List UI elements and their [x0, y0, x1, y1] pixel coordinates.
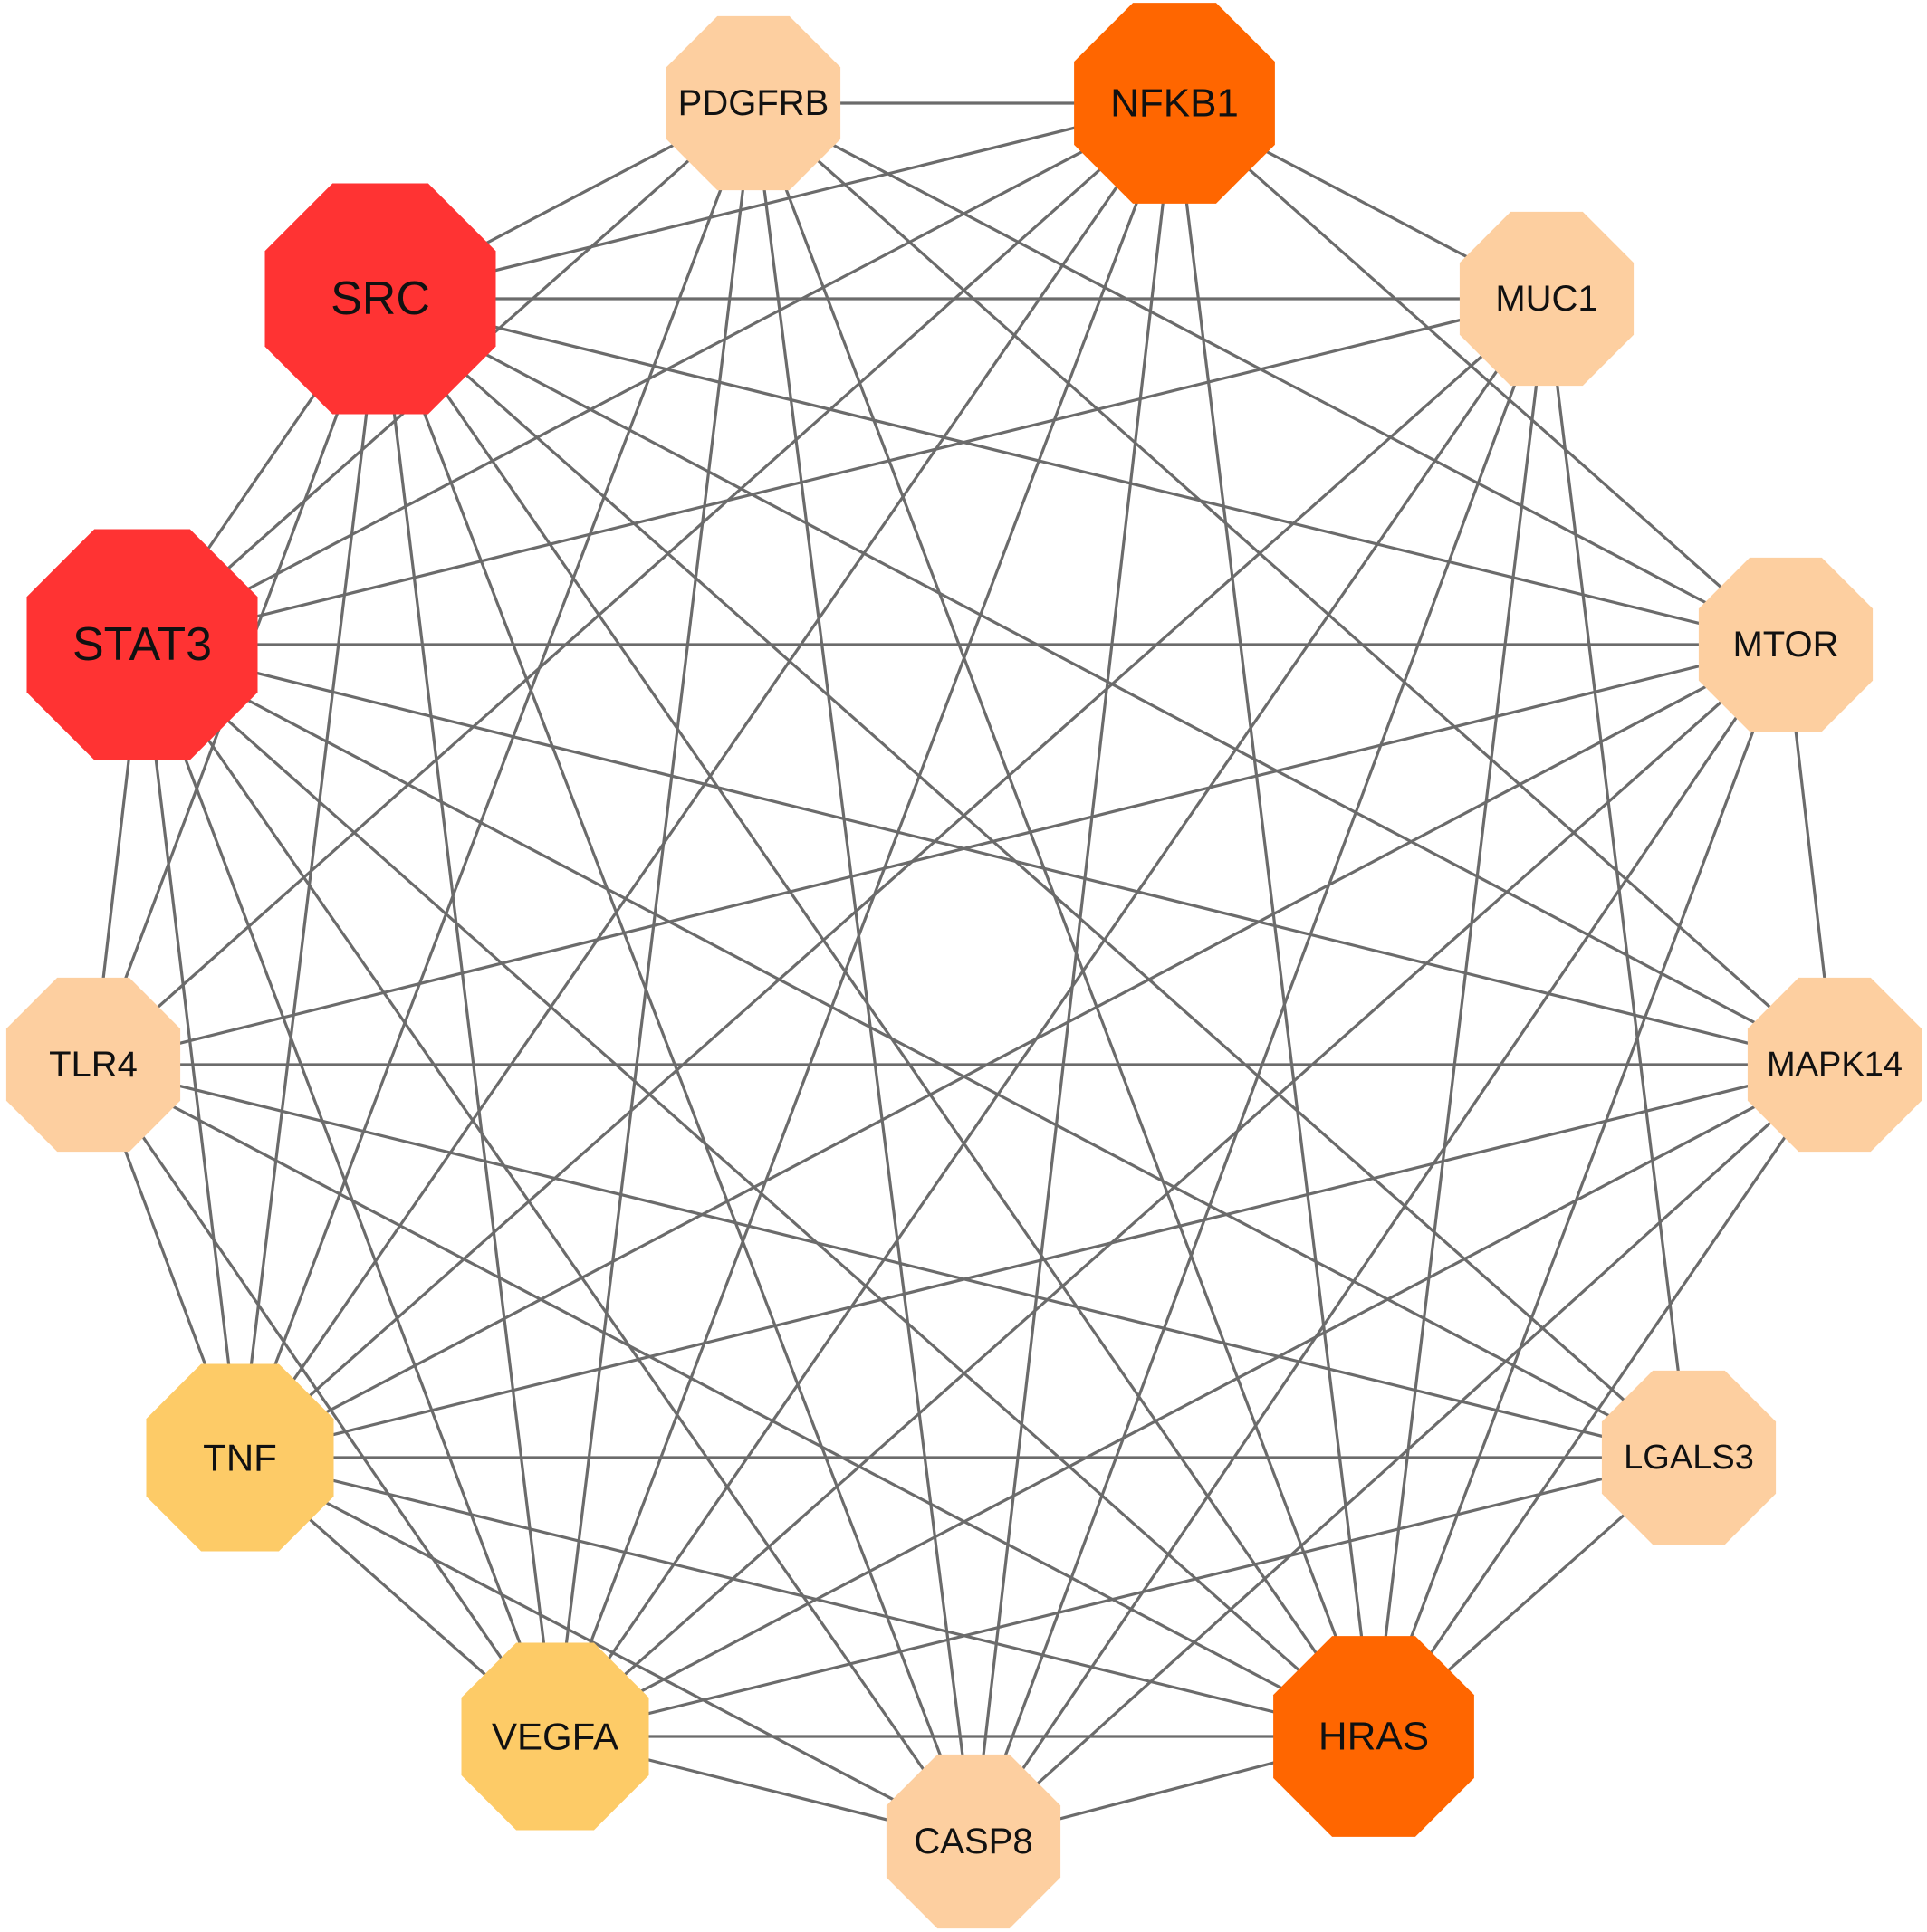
node-pdgfrb: PDGFRB: [666, 15, 841, 191]
edge-vegfa-mtor: [553, 643, 1788, 1738]
edge-tnf-mtor: [239, 643, 1787, 1459]
edge-src-mtor: [379, 297, 1787, 646]
edge-vegfa-pdgfrb: [553, 102, 755, 1737]
edge-nfkb1-tlr4: [91, 101, 1176, 1066]
edge-src-vegfa: [379, 298, 557, 1737]
edge-hras-mtor: [1372, 644, 1788, 1737]
edge-stat3-muc1: [141, 297, 1548, 646]
node-label-src: SRC: [331, 273, 430, 325]
edge-stat3-casp8: [140, 644, 975, 1842]
node-label-tlr4: TLR4: [49, 1045, 138, 1085]
node-muc1: MUC1: [1459, 211, 1635, 387]
edge-mtor-tlr4: [92, 643, 1787, 1066]
edge-pdgfrb-mtor: [753, 101, 1787, 646]
node-mtor: MTOR: [1698, 557, 1874, 732]
node-shape-tlr4: [5, 977, 181, 1153]
node-casp8: CASP8: [886, 1754, 1061, 1929]
edge-tnf-muc1: [238, 297, 1548, 1459]
edge-src-tnf: [238, 298, 382, 1459]
node-mapk14: MAPK14: [1747, 977, 1922, 1153]
node-label-muc1: MUC1: [1495, 279, 1597, 319]
node-shape-nfkb1: [1074, 3, 1275, 204]
node-label-tnf: TNF: [203, 1437, 277, 1479]
edge-muc1-lgals3: [1545, 298, 1691, 1459]
edge-vegfa-lgals3: [554, 1456, 1690, 1738]
edge-hras-tlr4: [92, 1063, 1375, 1738]
node-shape-lgals3: [1601, 1370, 1777, 1545]
edge-stat3-vegfa: [140, 644, 557, 1737]
node-label-hras: HRAS: [1318, 1715, 1429, 1759]
node-hras: HRAS: [1273, 1636, 1474, 1837]
edge-stat3-lgals3: [141, 643, 1690, 1459]
node-nfkb1: NFKB1: [1074, 3, 1275, 204]
edge-stat3-tnf: [140, 644, 242, 1459]
node-shape-src: [264, 183, 496, 415]
edge-hras-muc1: [1372, 298, 1548, 1737]
node-label-casp8: CASP8: [914, 1822, 1032, 1861]
edge-src-nfkb1: [379, 101, 1175, 301]
node-shape-muc1: [1459, 211, 1635, 387]
node-label-mapk14: MAPK14: [1767, 1046, 1903, 1084]
node-label-stat3: STAT3: [72, 618, 212, 671]
edge-tnf-casp8: [239, 1456, 974, 1843]
edge-nfkb1-tnf: [238, 102, 1176, 1459]
edge-tnf-mapk14: [239, 1063, 1836, 1459]
node-shape-pdgfrb: [666, 15, 841, 191]
edge-vegfa-mapk14: [554, 1063, 1836, 1738]
node-shape-mtor: [1698, 557, 1874, 732]
edge-vegfa-muc1: [553, 298, 1548, 1737]
node-label-vegfa: VEGFA: [492, 1716, 618, 1758]
edge-nfkb1-vegfa: [553, 102, 1176, 1737]
node-vegfa: VEGFA: [461, 1642, 649, 1831]
node-shape-casp8: [886, 1754, 1061, 1929]
edge-hras-tnf: [239, 1456, 1375, 1738]
edge-hras-mapk14: [1372, 1064, 1836, 1737]
node-shape-stat3: [26, 529, 258, 760]
node-label-pdgfrb: PDGFRB: [678, 83, 829, 123]
edge-nfkb1-casp8: [972, 102, 1176, 1842]
edge-tnf-pdgfrb: [238, 102, 755, 1459]
edge-vegfa-tlr4: [91, 1064, 557, 1737]
edge-stat3-nfkb1: [141, 101, 1175, 646]
edge-src-lgals3: [379, 297, 1691, 1459]
node-shape-hras: [1273, 1636, 1474, 1837]
node-src: SRC: [264, 183, 496, 415]
node-label-lgals3: LGALS3: [1624, 1439, 1754, 1477]
node-label-nfkb1: NFKB1: [1110, 81, 1239, 126]
node-lgals3: LGALS3: [1601, 1370, 1777, 1545]
edge-muc1-casp8: [972, 298, 1548, 1842]
edge-nfkb1-mtor: [1173, 101, 1788, 646]
edge-stat3-hras: [140, 643, 1376, 1738]
node-tnf: TNF: [146, 1363, 334, 1552]
node-shape-mapk14: [1747, 977, 1922, 1153]
node-stat3: STAT3: [26, 529, 258, 760]
edge-stat3-mapk14: [141, 643, 1836, 1066]
edge-mapk14-casp8: [972, 1063, 1836, 1843]
edge-tlr4-lgals3: [92, 1063, 1690, 1459]
edge-nfkb1-hras: [1173, 102, 1376, 1737]
node-tlr4: TLR4: [5, 977, 181, 1153]
edge-pdgfrb-casp8: [752, 102, 975, 1842]
edge-hras-pdgfrb: [752, 102, 1376, 1737]
node-label-mtor: MTOR: [1732, 625, 1838, 665]
edge-mtor-casp8: [972, 644, 1788, 1842]
edge-pdgfrb-mapk14: [752, 101, 1836, 1066]
node-shape-tnf: [146, 1363, 334, 1552]
node-shape-vegfa: [461, 1642, 649, 1831]
